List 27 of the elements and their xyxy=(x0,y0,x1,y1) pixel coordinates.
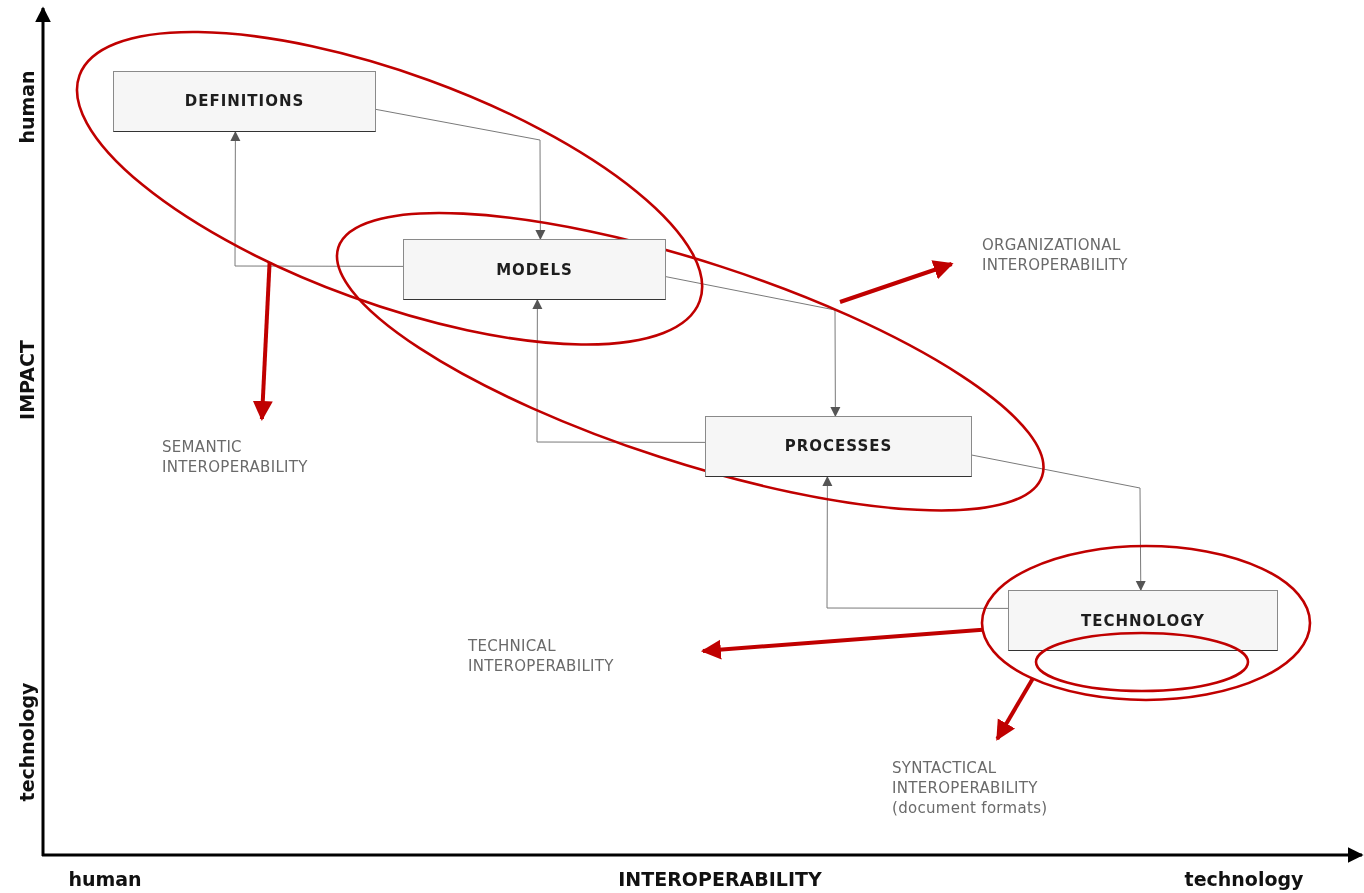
axis-label: INTEROPERABILITY xyxy=(618,868,822,890)
stage-box: PROCESSES xyxy=(705,416,972,477)
arrow xyxy=(971,454,1146,591)
grouping-ellipse xyxy=(1034,631,1250,693)
arrow xyxy=(665,276,841,417)
arrow xyxy=(230,131,404,267)
annotation-text: SEMANTIC INTEROPERABILITY xyxy=(162,437,367,477)
annotation-text: ORGANIZATIONAL INTEROPERABILITY xyxy=(982,235,1187,275)
grouping-ellipse xyxy=(980,544,1312,702)
axis-label: technology xyxy=(16,682,38,802)
axis-label: technology xyxy=(1184,868,1304,890)
annotation-text: TECHNICAL INTEROPERABILITY xyxy=(468,636,673,676)
axis-label: human xyxy=(16,70,38,144)
grouping-ellipse xyxy=(75,29,705,347)
arrow xyxy=(839,260,954,304)
stage-box: DEFINITIONS xyxy=(113,71,376,132)
arrow xyxy=(532,299,706,443)
arrow xyxy=(252,262,273,421)
arrow xyxy=(822,476,1009,609)
arrow xyxy=(700,627,983,660)
axis-label: IMPACT xyxy=(16,340,38,420)
stage-box: MODELS xyxy=(403,239,666,300)
arrow xyxy=(995,677,1035,741)
arrow xyxy=(375,108,546,240)
axis-label: human xyxy=(68,868,142,890)
stage-box: TECHNOLOGY xyxy=(1008,590,1278,651)
annotation-text: SYNTACTICAL INTEROPERABILITY (document formats) xyxy=(892,758,1107,818)
